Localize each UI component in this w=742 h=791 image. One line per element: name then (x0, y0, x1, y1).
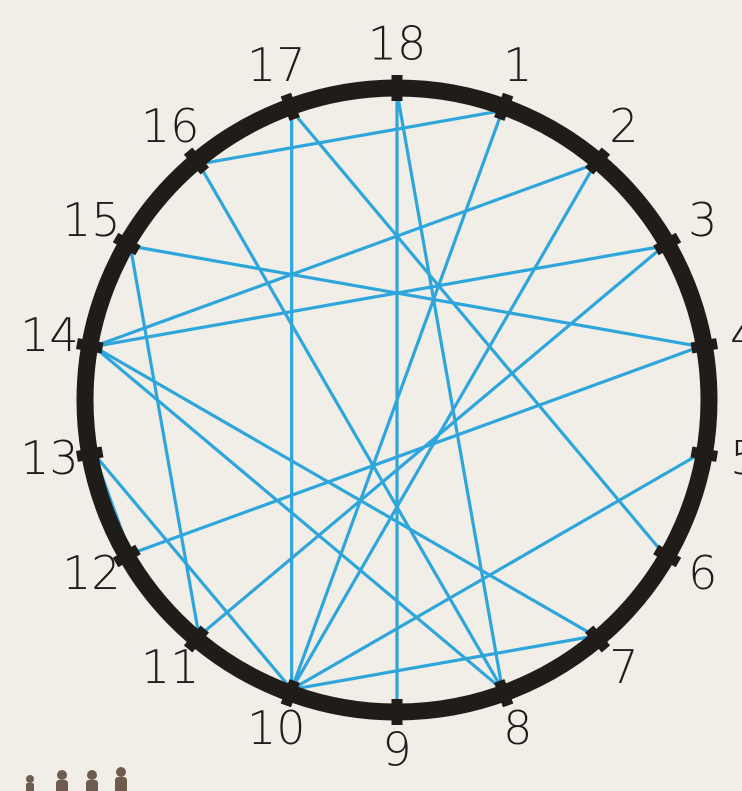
label-1: 1 (503, 38, 532, 92)
label-9: 9 (382, 723, 411, 777)
label-13: 13 (20, 431, 79, 485)
label-4: 4 (730, 308, 742, 362)
label-16: 16 (141, 99, 200, 153)
chord-14-3 (94, 246, 664, 347)
label-10: 10 (247, 701, 306, 755)
label-7: 7 (609, 640, 638, 694)
label-8: 8 (503, 701, 532, 755)
label-14: 14 (20, 308, 79, 362)
label-17: 17 (247, 38, 306, 92)
chord-14-7 (94, 347, 595, 636)
label-15: 15 (62, 193, 121, 247)
tick-4 (691, 344, 717, 349)
chord-14-8 (94, 347, 503, 690)
chord-15-4 (130, 246, 700, 347)
label-5: 5 (730, 431, 742, 485)
label-18: 18 (368, 17, 427, 71)
tick-14 (77, 344, 103, 349)
label-6: 6 (688, 546, 717, 600)
people-group-icon (26, 767, 127, 791)
tick-5 (691, 452, 717, 457)
label-2: 2 (609, 99, 638, 153)
label-12: 12 (62, 546, 121, 600)
chord-lines (94, 92, 701, 708)
label-11: 11 (141, 640, 200, 694)
tick-13 (77, 452, 103, 457)
label-3: 3 (688, 193, 717, 247)
